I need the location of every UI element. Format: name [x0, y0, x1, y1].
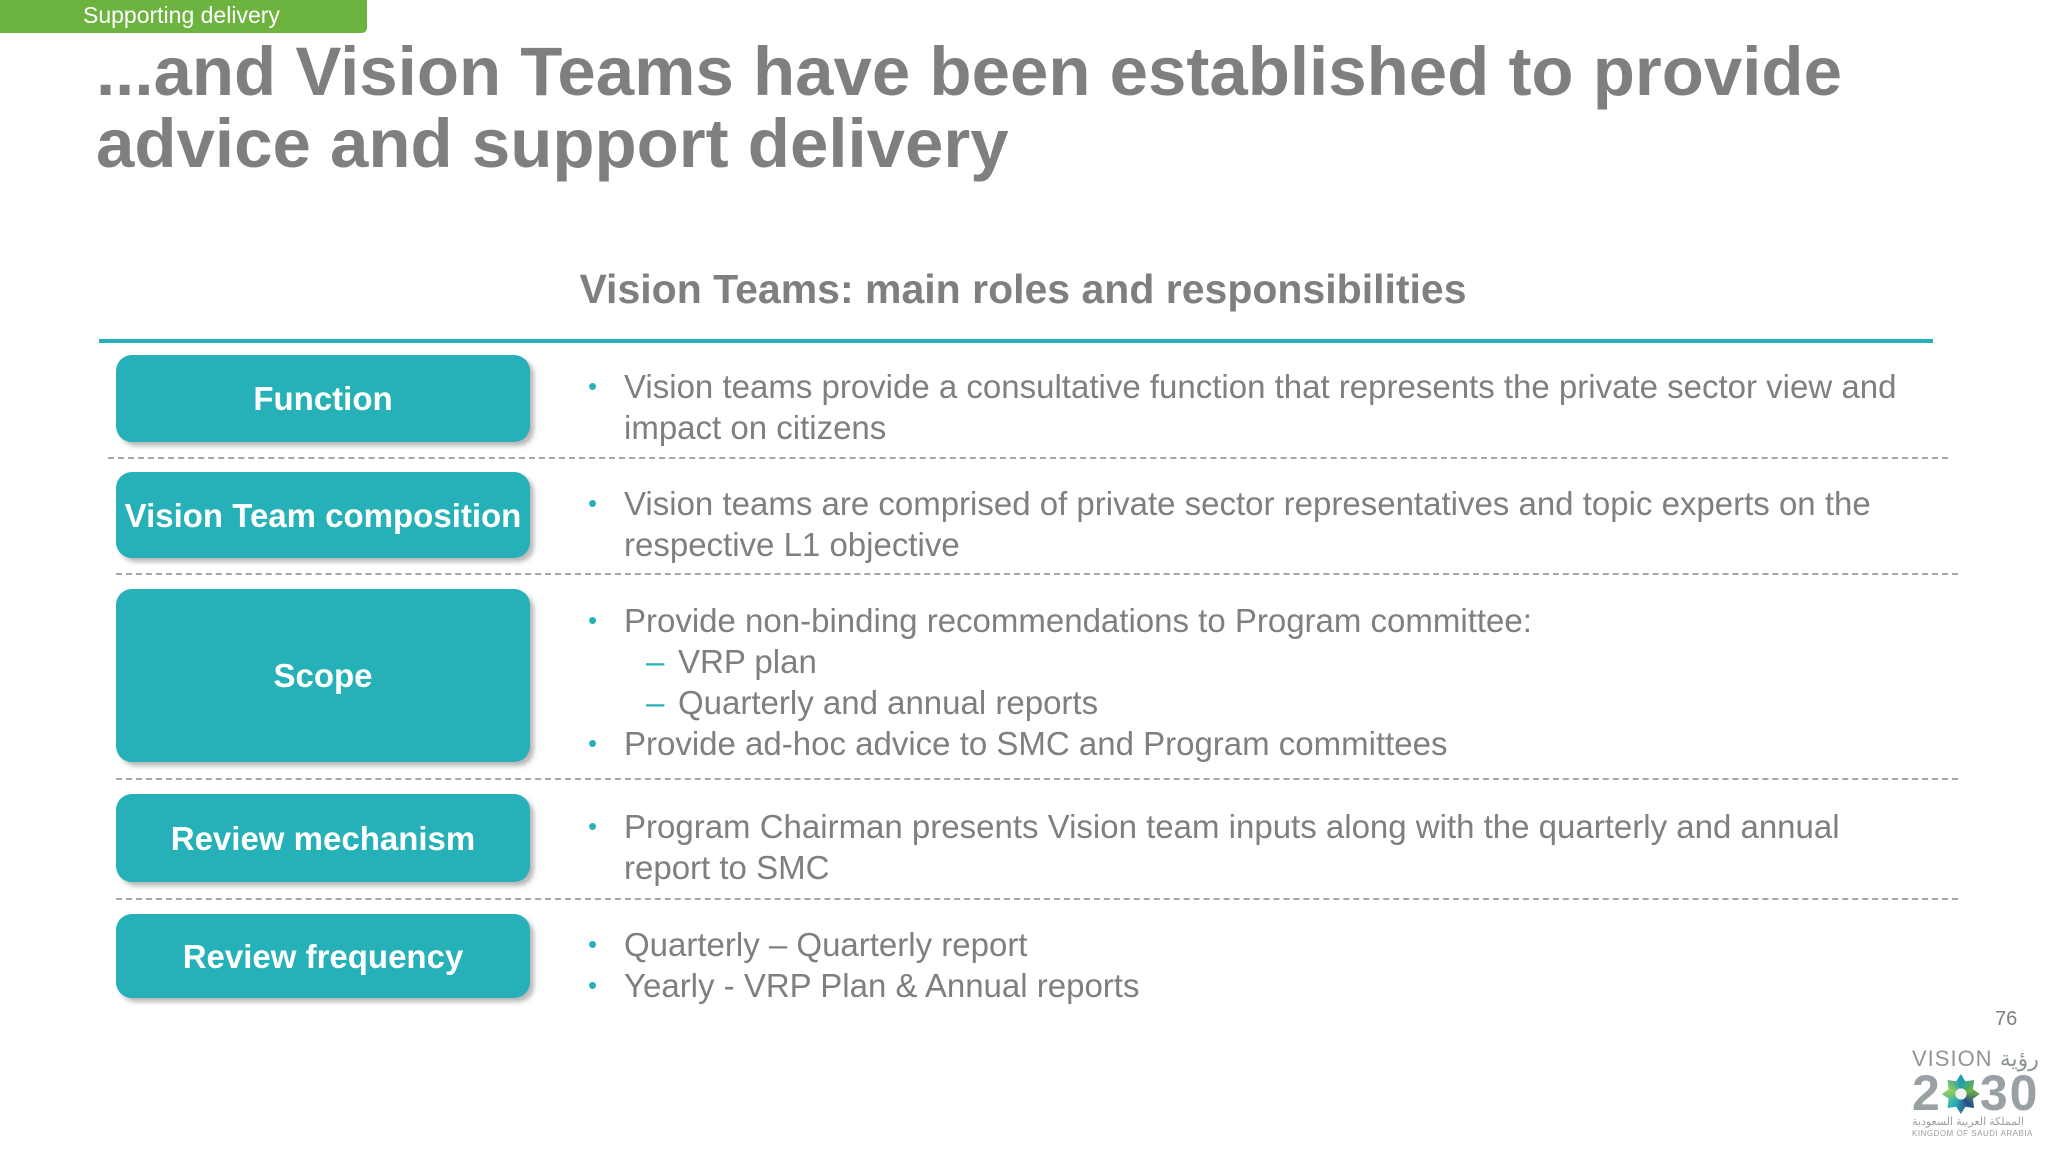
bullet-dot-icon: •	[588, 488, 598, 518]
bullet-dot-icon: •	[588, 371, 598, 401]
bullet-item: •Quarterly – Quarterly report	[588, 926, 1028, 963]
bullet-dot-icon: •	[588, 970, 598, 1000]
bullet-dot-icon: •	[588, 929, 598, 959]
row-content-function: •Vision teams provide a consultative fun…	[588, 366, 1918, 448]
bullet-item: •Provide non-binding recommendations to …	[588, 602, 1532, 639]
row-content-review-mechanism: •Program Chairman presents Vision team i…	[588, 806, 1918, 888]
row-divider	[116, 778, 1958, 780]
bullet-dot-icon: •	[588, 811, 598, 841]
bullet-item: •Yearly - VRP Plan & Annual reports	[588, 967, 1140, 1004]
row-content-scope: •Provide non-binding recommendations to …	[588, 600, 1918, 764]
bullet-dash-icon: –	[646, 684, 665, 721]
logo-vision-line: VISION رؤية	[1912, 1046, 2039, 1071]
bullet-dot-icon: •	[588, 605, 598, 635]
row-label-function: Function	[116, 355, 530, 442]
bullet-dot-icon: •	[588, 728, 598, 758]
table-subtitle-text: Vision Teams: main roles and responsibil…	[579, 266, 1467, 312]
page-number: 76	[1995, 1008, 2018, 1030]
row-label-scope: Scope	[116, 589, 530, 762]
sub-bullet-item: –Quarterly and annual reports	[646, 684, 1099, 721]
logo-english-line: KINGDOM OF SAUDI ARABIA	[1912, 1129, 2033, 1138]
header-rule	[99, 339, 1933, 343]
section-tag: Supporting delivery	[0, 0, 367, 33]
row-label-composition: Vision Team composition	[116, 472, 530, 558]
slide-title: ...and Vision Teams have been establishe…	[96, 33, 1842, 182]
row-divider	[116, 573, 1958, 575]
bullet-item: •Vision teams provide a consultative fun…	[588, 368, 1897, 446]
row-divider	[108, 457, 1948, 459]
bullet-item: •Provide ad-hoc advice to SMC and Progra…	[588, 725, 1448, 762]
row-content-composition: •Vision teams are comprised of private s…	[588, 483, 1918, 565]
row-divider	[116, 898, 1958, 900]
bullet-item: •Vision teams are comprised of private s…	[588, 485, 1871, 563]
sub-bullet-item: –VRP plan	[646, 643, 817, 680]
row-label-review-frequency: Review frequency	[116, 914, 530, 998]
emblem-icon	[1941, 1074, 1980, 1114]
logo-arabic-line: المملكة العربية السعودية	[1912, 1116, 2024, 1128]
table-subtitle: Vision Teams: main roles and responsibil…	[0, 266, 2048, 313]
bullet-dash-icon: –	[646, 643, 665, 680]
bullet-item: •Program Chairman presents Vision team i…	[588, 808, 1840, 886]
row-label-review-mechanism: Review mechanism	[116, 794, 530, 882]
row-content-review-frequency: •Quarterly – Quarterly report •Yearly - …	[588, 924, 1918, 1006]
